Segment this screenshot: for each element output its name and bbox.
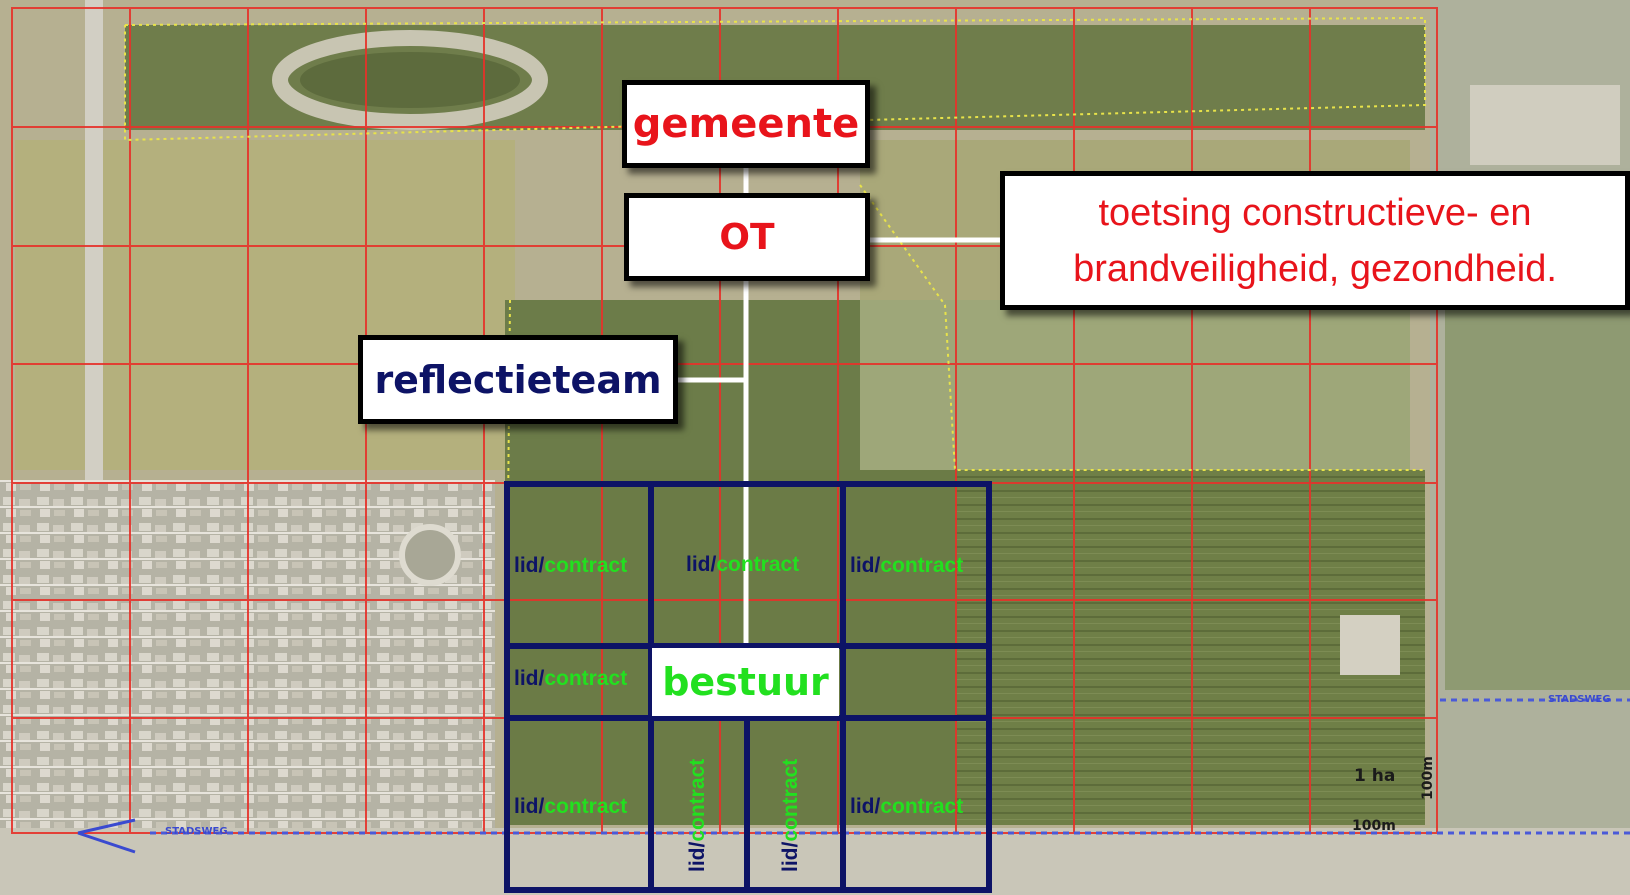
road-west (85, 0, 103, 480)
hectare-grid (11, 7, 1438, 834)
gemeente-box: gemeente (622, 80, 870, 168)
roundabout (399, 524, 461, 586)
lid-text: lid/ (514, 554, 545, 577)
cell-label-top-middle: lid/contract (686, 553, 799, 577)
contract-text: contract (880, 554, 964, 577)
ot-box: OT (624, 193, 870, 281)
cell-label-bottom-right: lid/contract (850, 795, 963, 819)
cell-label-top-left: lid/contract (514, 554, 627, 578)
cell-label-bottom-center-right: lid/contract (779, 759, 803, 872)
contract-text: contract (544, 554, 628, 577)
farm-northeast (1470, 85, 1620, 165)
racetrack-inner (300, 52, 520, 108)
connector-lines (678, 168, 1000, 644)
toetsing-line-2: brandveiligheid, gezondheid. (1073, 247, 1557, 290)
scale-area-label: 1 ha (1354, 766, 1396, 786)
road-arrow (77, 818, 136, 854)
reflectieteam-box: reflectieteam (358, 335, 678, 424)
lid-text: lid/ (686, 553, 717, 576)
cell-label-bottom-center-left: lid/contract (686, 759, 710, 872)
gemeente-label: gemeente (632, 101, 860, 147)
bestuur-box: bestuur (652, 648, 839, 716)
toetsing-line-1: toetsing constructieve- en (1098, 191, 1532, 234)
toetsing-box: toetsing constructieve- en brandveilighe… (1000, 171, 1630, 310)
scale-bottom-label: 100m (1352, 818, 1396, 834)
contract-text: contract (544, 795, 628, 818)
lid-text: lid/ (850, 795, 881, 818)
ot-label: OT (719, 216, 775, 258)
road-bottom (0, 828, 1630, 895)
road-label-west: STADSWEG (165, 826, 228, 837)
contract-text: contract (779, 758, 802, 842)
strip-east-fields (1445, 310, 1630, 690)
reflectieteam-label: reflectieteam (374, 357, 662, 402)
field-mid-light (860, 300, 1410, 470)
lid-text: lid/ (514, 667, 545, 690)
contract-text: contract (686, 758, 709, 842)
cell-label-bottom-left: lid/contract (514, 795, 627, 819)
contract-text: contract (544, 667, 628, 690)
racetrack (272, 30, 548, 130)
lid-text: lid/ (514, 795, 545, 818)
bestuur-label: bestuur (662, 660, 829, 704)
contract-text: contract (880, 795, 964, 818)
lid-text: lid/ (779, 841, 802, 872)
lid-text: lid/ (850, 554, 881, 577)
scale-side-label: 100m (1420, 756, 1436, 800)
lid-text: lid/ (686, 841, 709, 872)
contract-text: contract (716, 553, 800, 576)
farm-buildings (1340, 615, 1400, 675)
road-label-east: STADSWEG (1548, 694, 1611, 705)
organisation-grid (504, 481, 992, 893)
cell-label-top-right: lid/contract (850, 554, 963, 578)
cell-label-middle-left: lid/contract (514, 667, 627, 691)
